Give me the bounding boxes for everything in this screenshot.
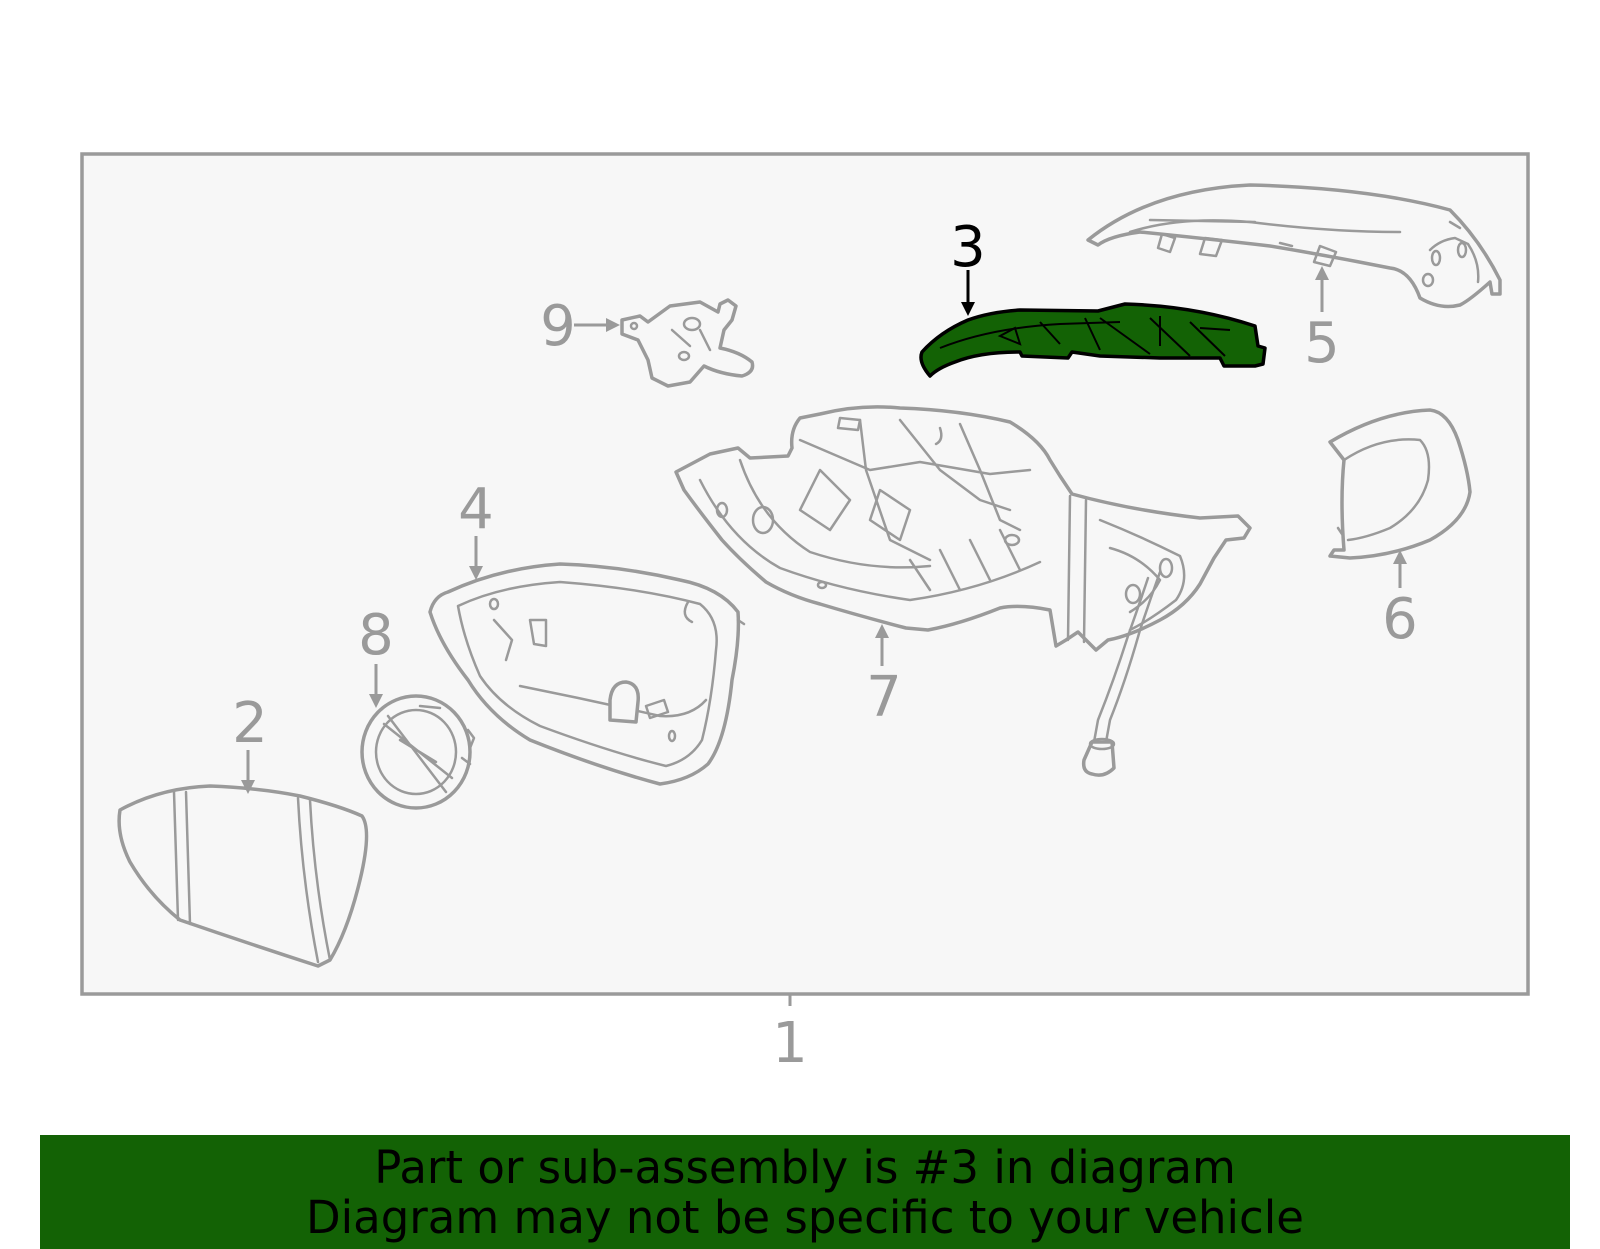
callout-8-arrowhead	[369, 694, 383, 708]
callout-6-arrowhead	[1393, 550, 1407, 564]
part-7-base-frame[interactable]	[674, 405, 1252, 777]
part-info-banner: Part or sub-assembly is #3 in diagram Di…	[40, 1135, 1570, 1249]
part-2-mirror-glass[interactable]	[117, 784, 369, 968]
assembly-frame	[80, 152, 1530, 996]
part-5-cover[interactable]	[1086, 183, 1502, 309]
callout-9: 9	[540, 294, 576, 359]
callout-5: 5	[1304, 311, 1340, 376]
part-6-lower-cover[interactable]	[1328, 408, 1472, 560]
callout-9-arrowhead	[606, 318, 620, 332]
callout-2: 2	[232, 691, 268, 756]
callout-2-arrowhead	[241, 780, 255, 794]
callout-3: 3	[950, 215, 986, 280]
callout-4-arrowhead	[469, 566, 483, 580]
callout-6: 6	[1382, 587, 1418, 652]
part-3-signal-lamp[interactable]	[919, 302, 1267, 378]
part-4-housing[interactable]	[428, 562, 746, 786]
banner-line-part: Part or sub-assembly is #3 in diagram	[374, 1141, 1236, 1194]
callout-5-arrowhead	[1315, 266, 1329, 280]
part-8-adjuster[interactable]	[360, 694, 476, 810]
callout-7-arrowhead	[875, 624, 889, 638]
callout-4: 4	[458, 477, 494, 542]
callout-8: 8	[358, 603, 394, 668]
callout-1: 1	[772, 1011, 808, 1076]
part-9-actuator[interactable]	[620, 298, 755, 388]
callout-3-arrowhead	[961, 302, 975, 316]
callout-7: 7	[866, 665, 902, 730]
banner-line-disclaimer: Diagram may not be specific to your vehi…	[306, 1191, 1304, 1244]
